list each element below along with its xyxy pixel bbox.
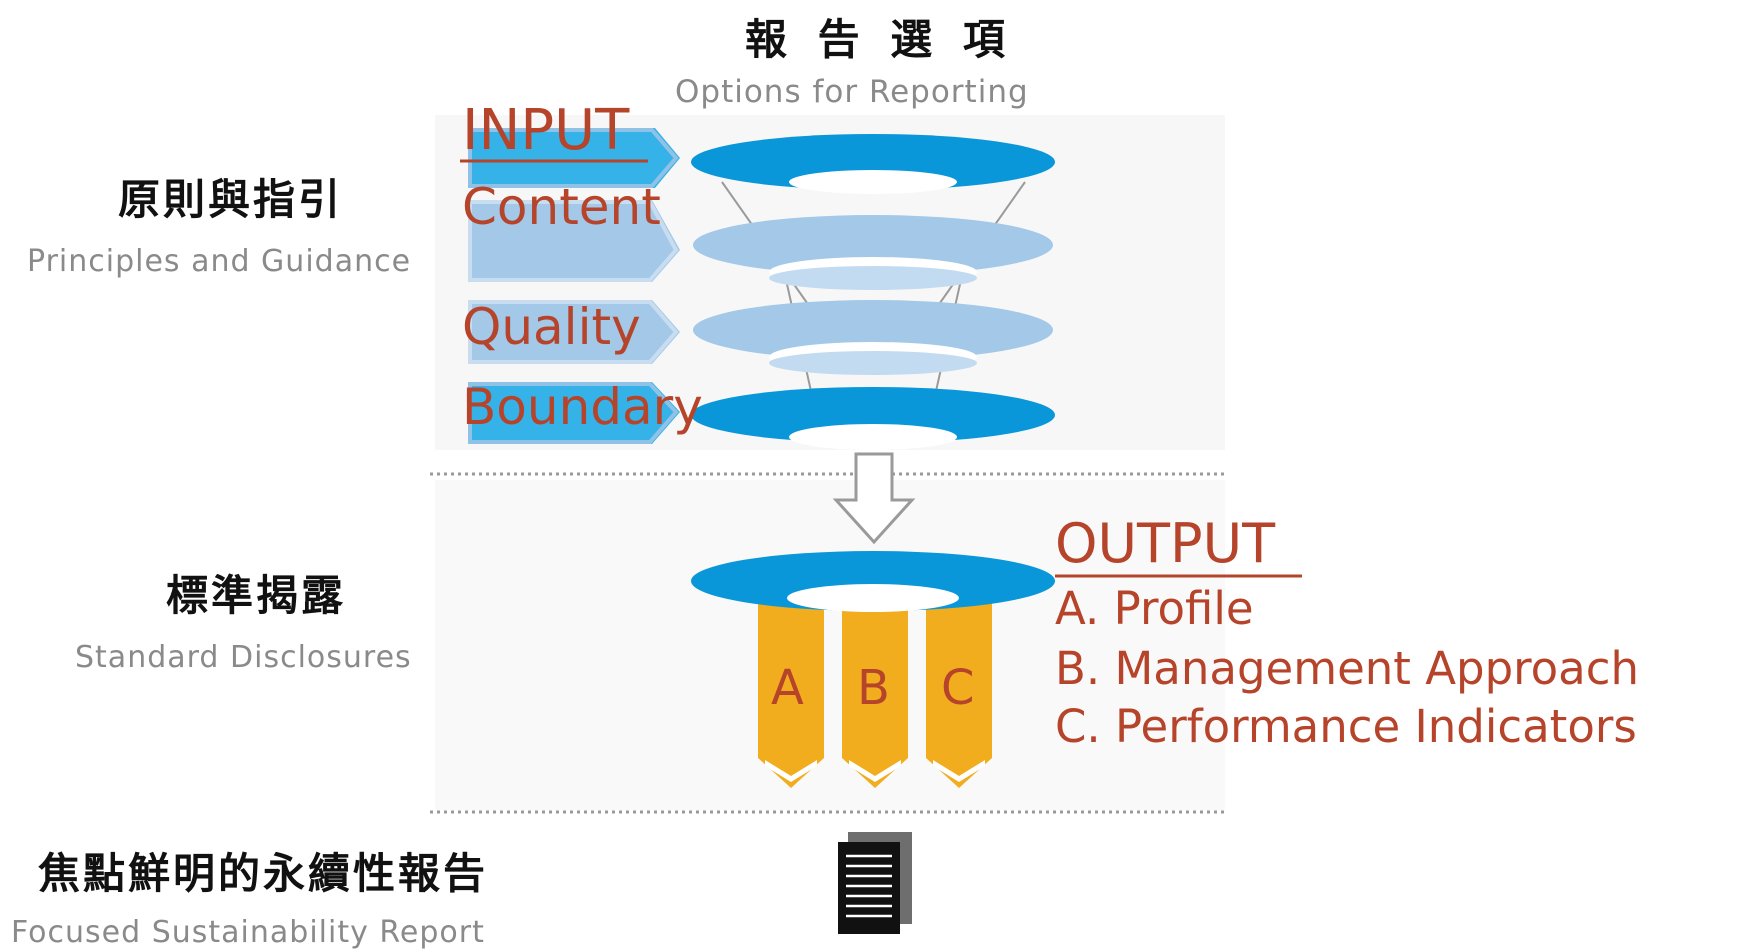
input-arrow-3: [470, 300, 680, 364]
output-item-management-approach: B. Management Approach: [1055, 642, 1640, 695]
standard-title-en: Standard Disclosures: [75, 640, 412, 675]
backdrop-lower: [435, 480, 1225, 810]
pillar-a-label: A: [771, 660, 804, 716]
principles-title-zh: 原則與指引: [118, 175, 344, 224]
pillar-b: [842, 600, 908, 788]
input-heading: INPUT: [462, 98, 630, 163]
output-ring: [691, 551, 1055, 612]
input-arrow-1: [470, 128, 680, 188]
input-item-quality: Quality: [462, 298, 641, 356]
input-arrow-2: [470, 200, 680, 282]
principles-title-en: Principles and Guidance: [27, 244, 412, 279]
input-arrow-3-outline: [468, 300, 679, 364]
pillar-c: [926, 600, 992, 788]
standard-title-zh: 標準揭露: [166, 571, 347, 620]
funnel-ring-1: [691, 134, 1055, 194]
funnel-ring-3: [693, 300, 1053, 375]
funnel-ring-4: [691, 387, 1055, 450]
down-arrow-icon: [832, 452, 916, 545]
document-icon: [838, 832, 912, 934]
pillar-b-label: B: [857, 660, 890, 716]
funnel-ring-2: [693, 215, 1053, 290]
report-title-en: Focused Sustainability Report: [11, 915, 485, 950]
options-title-en: Options for Reporting: [675, 74, 1029, 110]
pillar-c-label: C: [941, 660, 975, 716]
input-arrow-4: [470, 382, 680, 444]
options-title-zh: 報 告 選 項: [745, 15, 1013, 64]
output-heading: OUTPUT: [1055, 512, 1276, 575]
input-item-boundary: Boundary: [462, 378, 703, 436]
input-item-content: Content: [462, 178, 661, 236]
report-title-zh: 焦點鮮明的永續性報告: [38, 849, 489, 898]
input-arrow-2-outline: [468, 200, 679, 282]
input-arrow-4-outline: [468, 382, 679, 444]
pillar-a: [758, 600, 824, 788]
output-item-profile: A. Profile: [1055, 582, 1254, 635]
input-arrow-1-outline: [468, 128, 679, 188]
output-item-performance-indicators: C. Performance Indicators: [1055, 700, 1637, 753]
